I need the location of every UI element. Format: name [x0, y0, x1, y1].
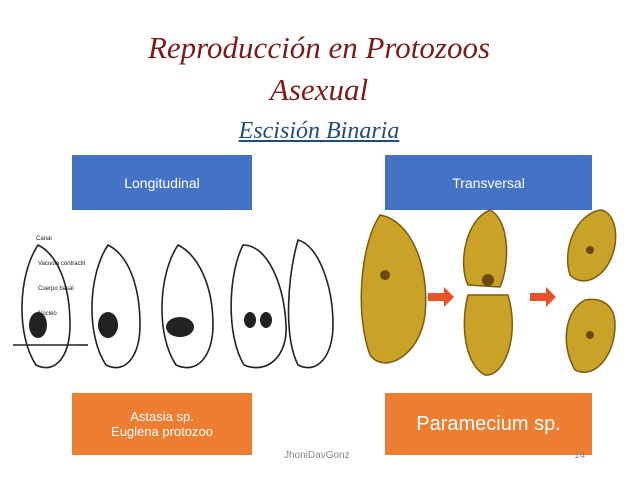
cell-stage-3: [161, 243, 214, 369]
paramecium-stage-3-top: [566, 209, 617, 282]
cell-stage-5: [287, 239, 334, 369]
transversal-label: Transversal: [452, 174, 525, 191]
cell-stage-1: [21, 243, 71, 369]
paramecium-caption-text: Paramecium sp.: [416, 412, 561, 435]
transversal-header: Transversal: [385, 155, 592, 210]
paramecium-caption: Paramecium sp.: [385, 393, 592, 455]
arrow-icon: [428, 287, 556, 307]
paramecium-stage-2-top: [462, 209, 508, 288]
label-nucleus: Núcleo: [38, 311, 57, 317]
slide-subtitle: Escisión Binaria: [238, 118, 400, 144]
paramecium-fission-diagram: [360, 209, 617, 376]
longitudinal-label: Longitudinal: [124, 174, 200, 191]
astasia-caption: Astasia sp. Euglena protozoo: [72, 393, 252, 455]
cell-stage-2: [91, 243, 141, 369]
astasia-caption-line2: Euglena protozoo: [111, 424, 213, 439]
label-vacuole: Vacuola contractil: [38, 261, 85, 267]
footer-author: JhoniDavGonz: [284, 450, 350, 461]
page-number: 14: [574, 450, 586, 461]
astasia-caption-line1: Astasia sp.: [130, 409, 194, 424]
euglena-fission-diagram: Canal Vacuola contractil Cuerpo basal Nú…: [13, 236, 334, 369]
paramecium-stage-2-bottom: [463, 294, 513, 376]
cell-stage-4: [230, 244, 287, 369]
label-basal: Cuerpo basal: [38, 286, 74, 292]
slide-title: Reproducción en Protozoos: [147, 30, 491, 65]
label-canal: Canal: [36, 236, 52, 242]
slide-title-line2: Asexual: [269, 72, 369, 107]
paramecium-stage-1: [360, 214, 427, 364]
longitudinal-header: Longitudinal: [72, 155, 252, 210]
